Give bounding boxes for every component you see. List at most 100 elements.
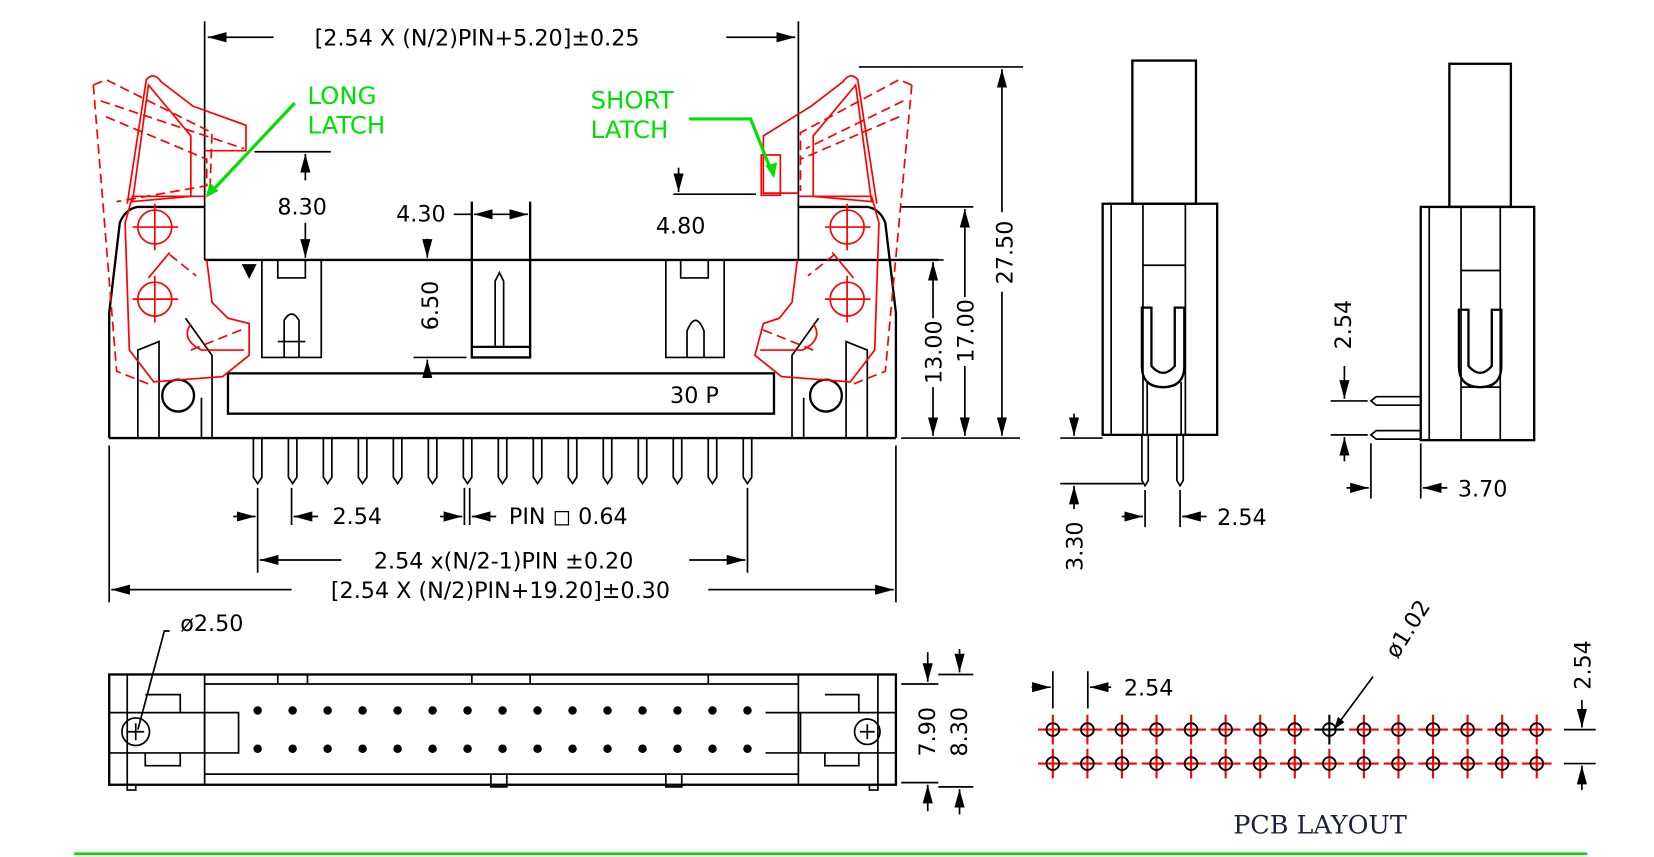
contact-hole — [323, 744, 332, 753]
short-latch-label-2: LATCH — [591, 115, 669, 144]
bottom-view: ø2.50 7.90 8.30 — [108, 611, 974, 815]
dim-pitch-2-54: 2.54 — [333, 504, 383, 530]
contact-hole — [603, 706, 612, 715]
contact-hole — [673, 706, 682, 715]
pcb-hole — [1072, 714, 1103, 745]
side-dim-2-54: 2.54 — [1217, 505, 1267, 531]
pin — [322, 438, 333, 486]
dim-6-50: 6.50 — [418, 281, 444, 331]
pin — [427, 438, 438, 486]
contact-hole — [393, 744, 402, 753]
bottom-hole-left — [121, 717, 151, 747]
pcb-hole — [1452, 714, 1483, 745]
contact-hole — [463, 744, 472, 753]
pcb-hole-dia: ø1.02 — [1380, 595, 1436, 662]
bottom-dim-8-30: 8.30 — [947, 707, 973, 757]
pin-count-label: 30 P — [670, 383, 719, 409]
pcb-hole — [1279, 714, 1310, 745]
pcb-hole — [1176, 748, 1206, 779]
mount-hole-right — [808, 378, 844, 413]
side-dim-3-30: 3.30 — [1063, 521, 1089, 571]
contact-hole — [743, 706, 752, 715]
side-view-right-angle: 2.54 3.70 — [1330, 62, 1536, 502]
short-latch-label-1: SHORT — [591, 85, 674, 114]
latch-left — [92, 75, 251, 385]
contact-hole — [533, 706, 542, 715]
dim-pin-size: PIN ◻ 0.64 — [509, 504, 628, 530]
pcb-layout-title: PCB LAYOUT — [1233, 810, 1407, 840]
pcb-hole — [1037, 748, 1068, 779]
pin-count-window — [226, 372, 776, 415]
contact-hole — [498, 744, 507, 753]
contact-hole — [428, 706, 437, 715]
pcb-hole — [1314, 714, 1345, 745]
contact-hole — [708, 706, 717, 715]
dim-4-30: 4.30 — [396, 202, 446, 228]
contact-hole — [498, 706, 507, 715]
top-width-dimension: [2.54 X (N/2)PIN+5.20]±0.25 — [315, 26, 640, 52]
pcb-hole — [1245, 748, 1276, 779]
contact-hole — [323, 706, 332, 715]
pcb-hole — [1314, 748, 1345, 779]
contact-hole — [638, 744, 647, 753]
side-view-straight: 3.30 2.54 — [1060, 59, 1267, 571]
pin — [392, 438, 403, 486]
pcb-hole — [1521, 748, 1552, 779]
pcb-hole — [1349, 714, 1379, 745]
pcb-hole-grid — [1037, 714, 1552, 779]
contact-hole — [253, 706, 262, 715]
pin — [287, 438, 298, 486]
pcb-hole — [1176, 714, 1206, 745]
pcb-hole — [1452, 748, 1483, 779]
bottom-dim-7-90: 7.90 — [915, 707, 941, 757]
pcb-pitch-x: 2.54 — [1124, 676, 1174, 702]
side-ra-dim-2-54: 2.54 — [1331, 300, 1357, 350]
contact-hole — [288, 706, 297, 715]
long-latch-label-1: LONG — [307, 81, 376, 110]
pin — [602, 438, 613, 486]
latch-right — [753, 75, 913, 385]
pin — [357, 438, 368, 486]
bottom-hole-right — [853, 718, 881, 746]
side-ra-dim-3-70: 3.70 — [1458, 476, 1508, 502]
pcb-hole — [1418, 714, 1448, 745]
pin — [707, 438, 718, 486]
pcb-pitch-y: 2.54 — [1570, 640, 1596, 690]
pin — [637, 438, 648, 486]
contact-hole — [708, 744, 717, 753]
pcb-hole — [1072, 748, 1103, 779]
front-view: [2.54 X (N/2)PIN+5.20]±0.25 30 P — [92, 21, 1024, 604]
bottom-hole-dim: ø2.50 — [180, 611, 243, 637]
long-latch-label-2: LATCH — [307, 111, 385, 140]
contact-hole — [673, 744, 682, 753]
pin — [497, 438, 508, 486]
contact-hole — [253, 744, 262, 753]
pcb-hole — [1037, 714, 1068, 745]
contact-hole — [603, 744, 612, 753]
pcb-hole — [1487, 714, 1518, 745]
pcb-hole — [1383, 748, 1414, 779]
dim-overall-width: [2.54 X (N/2)PIN+19.20]±0.30 — [331, 578, 670, 604]
contact-hole — [393, 706, 402, 715]
pcb-hole — [1279, 748, 1310, 779]
contact-hole — [533, 744, 542, 753]
contact-hole — [568, 706, 577, 715]
contact-hole — [288, 744, 297, 753]
pin — [532, 438, 543, 486]
contact-hole — [358, 706, 367, 715]
pcb-hole — [1383, 714, 1414, 745]
pcb-hole — [1349, 748, 1379, 779]
long-latch-arrow — [210, 101, 296, 193]
pin — [252, 438, 263, 486]
dim-4-80: 4.80 — [656, 213, 706, 239]
contact-hole — [568, 744, 577, 753]
contact-hole — [358, 744, 367, 753]
dim-27-50: 27.50 — [993, 221, 1019, 285]
contact-hole — [743, 744, 752, 753]
dim-17-00: 17.00 — [953, 299, 979, 363]
pin — [462, 438, 473, 486]
pin — [567, 438, 578, 486]
short-latch-arrow — [689, 117, 773, 171]
pcb-layout: 2.54 ø1.02 2.54 PCB LAYOUT — [1031, 595, 1596, 840]
dim-8-30: 8.30 — [277, 194, 327, 220]
